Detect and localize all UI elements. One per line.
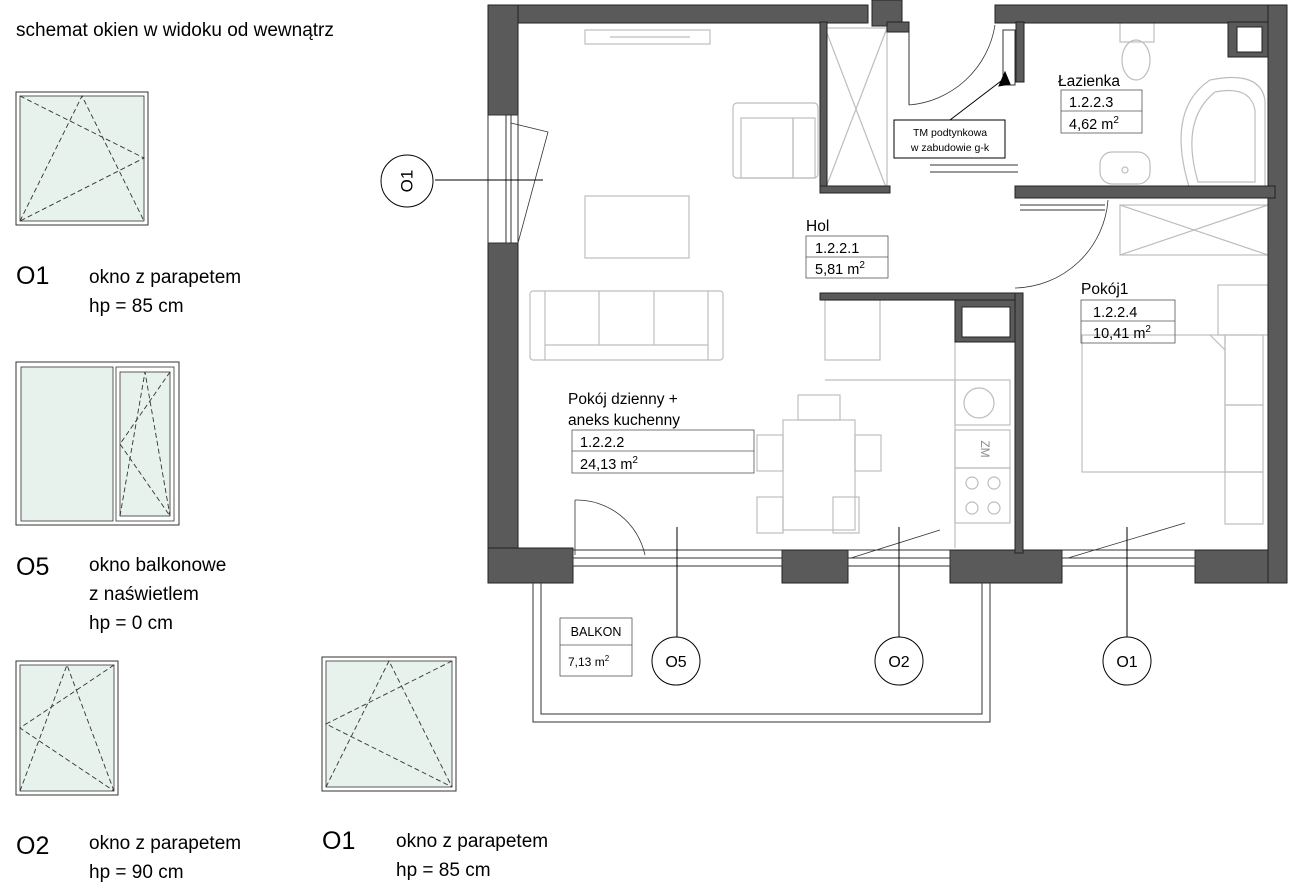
svg-text:TM podtynkowa: TM podtynkowa bbox=[913, 127, 987, 139]
svg-text:Pokój dzienny +: Pokój dzienny + bbox=[568, 391, 678, 408]
svg-text:1.2.2.3: 1.2.2.3 bbox=[1069, 95, 1113, 111]
svg-text:7,13 m2: 7,13 m2 bbox=[568, 654, 610, 669]
window-code-o1-second: O1 bbox=[322, 827, 356, 855]
marker-lines bbox=[435, 70, 1128, 642]
svg-text:w zabudowie g-k: w zabudowie g-k bbox=[910, 142, 990, 154]
marker-circle-o1: O1 bbox=[1102, 636, 1152, 686]
svg-text:1.2.2.4: 1.2.2.4 bbox=[1093, 305, 1137, 321]
svg-text:4,62 m2: 4,62 m2 bbox=[1069, 115, 1119, 133]
marker-circle-o2: O2 bbox=[874, 636, 924, 686]
svg-text:24,13 m2: 24,13 m2 bbox=[580, 455, 638, 473]
svg-text:10,41 m2: 10,41 m2 bbox=[1093, 324, 1151, 342]
svg-text:O5: O5 bbox=[665, 654, 686, 671]
tm-note: TM podtynkowa w zabudowie g-k bbox=[893, 119, 1006, 159]
room-label-bathroom: Łazienka 1.2.2.3 4,62 m2 bbox=[1058, 73, 1143, 134]
svg-text:O1: O1 bbox=[1116, 654, 1137, 671]
svg-text:O1: O1 bbox=[398, 170, 417, 193]
svg-text:5,81 m2: 5,81 m2 bbox=[815, 260, 865, 278]
svg-text:1.2.2.1: 1.2.2.1 bbox=[815, 241, 859, 257]
appliance-label: ZM bbox=[978, 440, 992, 457]
marker-circle-o5: O5 bbox=[651, 636, 701, 686]
marker-circle-left-o1: O1 bbox=[380, 154, 434, 208]
room-label-balcony: BALKON 7,13 m2 bbox=[559, 617, 633, 677]
window-symbol-o2 bbox=[15, 660, 119, 796]
svg-text:Hol: Hol bbox=[806, 218, 829, 235]
room-label-living: Pokój dzienny + aneks kuchenny 1.2.2.2 2… bbox=[568, 391, 755, 474]
svg-text:BALKON: BALKON bbox=[571, 625, 622, 639]
furniture bbox=[529, 19, 1269, 548]
window-code-o2: O2 bbox=[16, 832, 50, 860]
window-symbol-o1-second bbox=[321, 656, 457, 792]
openings bbox=[487, 24, 1196, 723]
room-label-hall: Hol 1.2.2.1 5,81 m2 bbox=[805, 218, 889, 279]
room-label-bedroom: Pokój1 1.2.2.4 10,41 m2 bbox=[1080, 281, 1176, 344]
svg-text:1.2.2.2: 1.2.2.2 bbox=[580, 435, 624, 451]
window-code-o5: O5 bbox=[16, 553, 50, 581]
window-symbol-o5 bbox=[15, 361, 180, 526]
window-symbol-o1 bbox=[15, 91, 149, 226]
legend-title: schemat okien w widoku od wewnątrz bbox=[16, 20, 334, 41]
svg-text:aneks kuchenny: aneks kuchenny bbox=[568, 412, 680, 429]
walls bbox=[487, 0, 1288, 584]
svg-text:O2: O2 bbox=[888, 654, 909, 671]
svg-text:Łazienka: Łazienka bbox=[1058, 73, 1120, 90]
svg-text:Pokój1: Pokój1 bbox=[1081, 281, 1128, 298]
window-code-o1: O1 bbox=[16, 262, 50, 290]
wall-inner-voids bbox=[961, 26, 1263, 338]
